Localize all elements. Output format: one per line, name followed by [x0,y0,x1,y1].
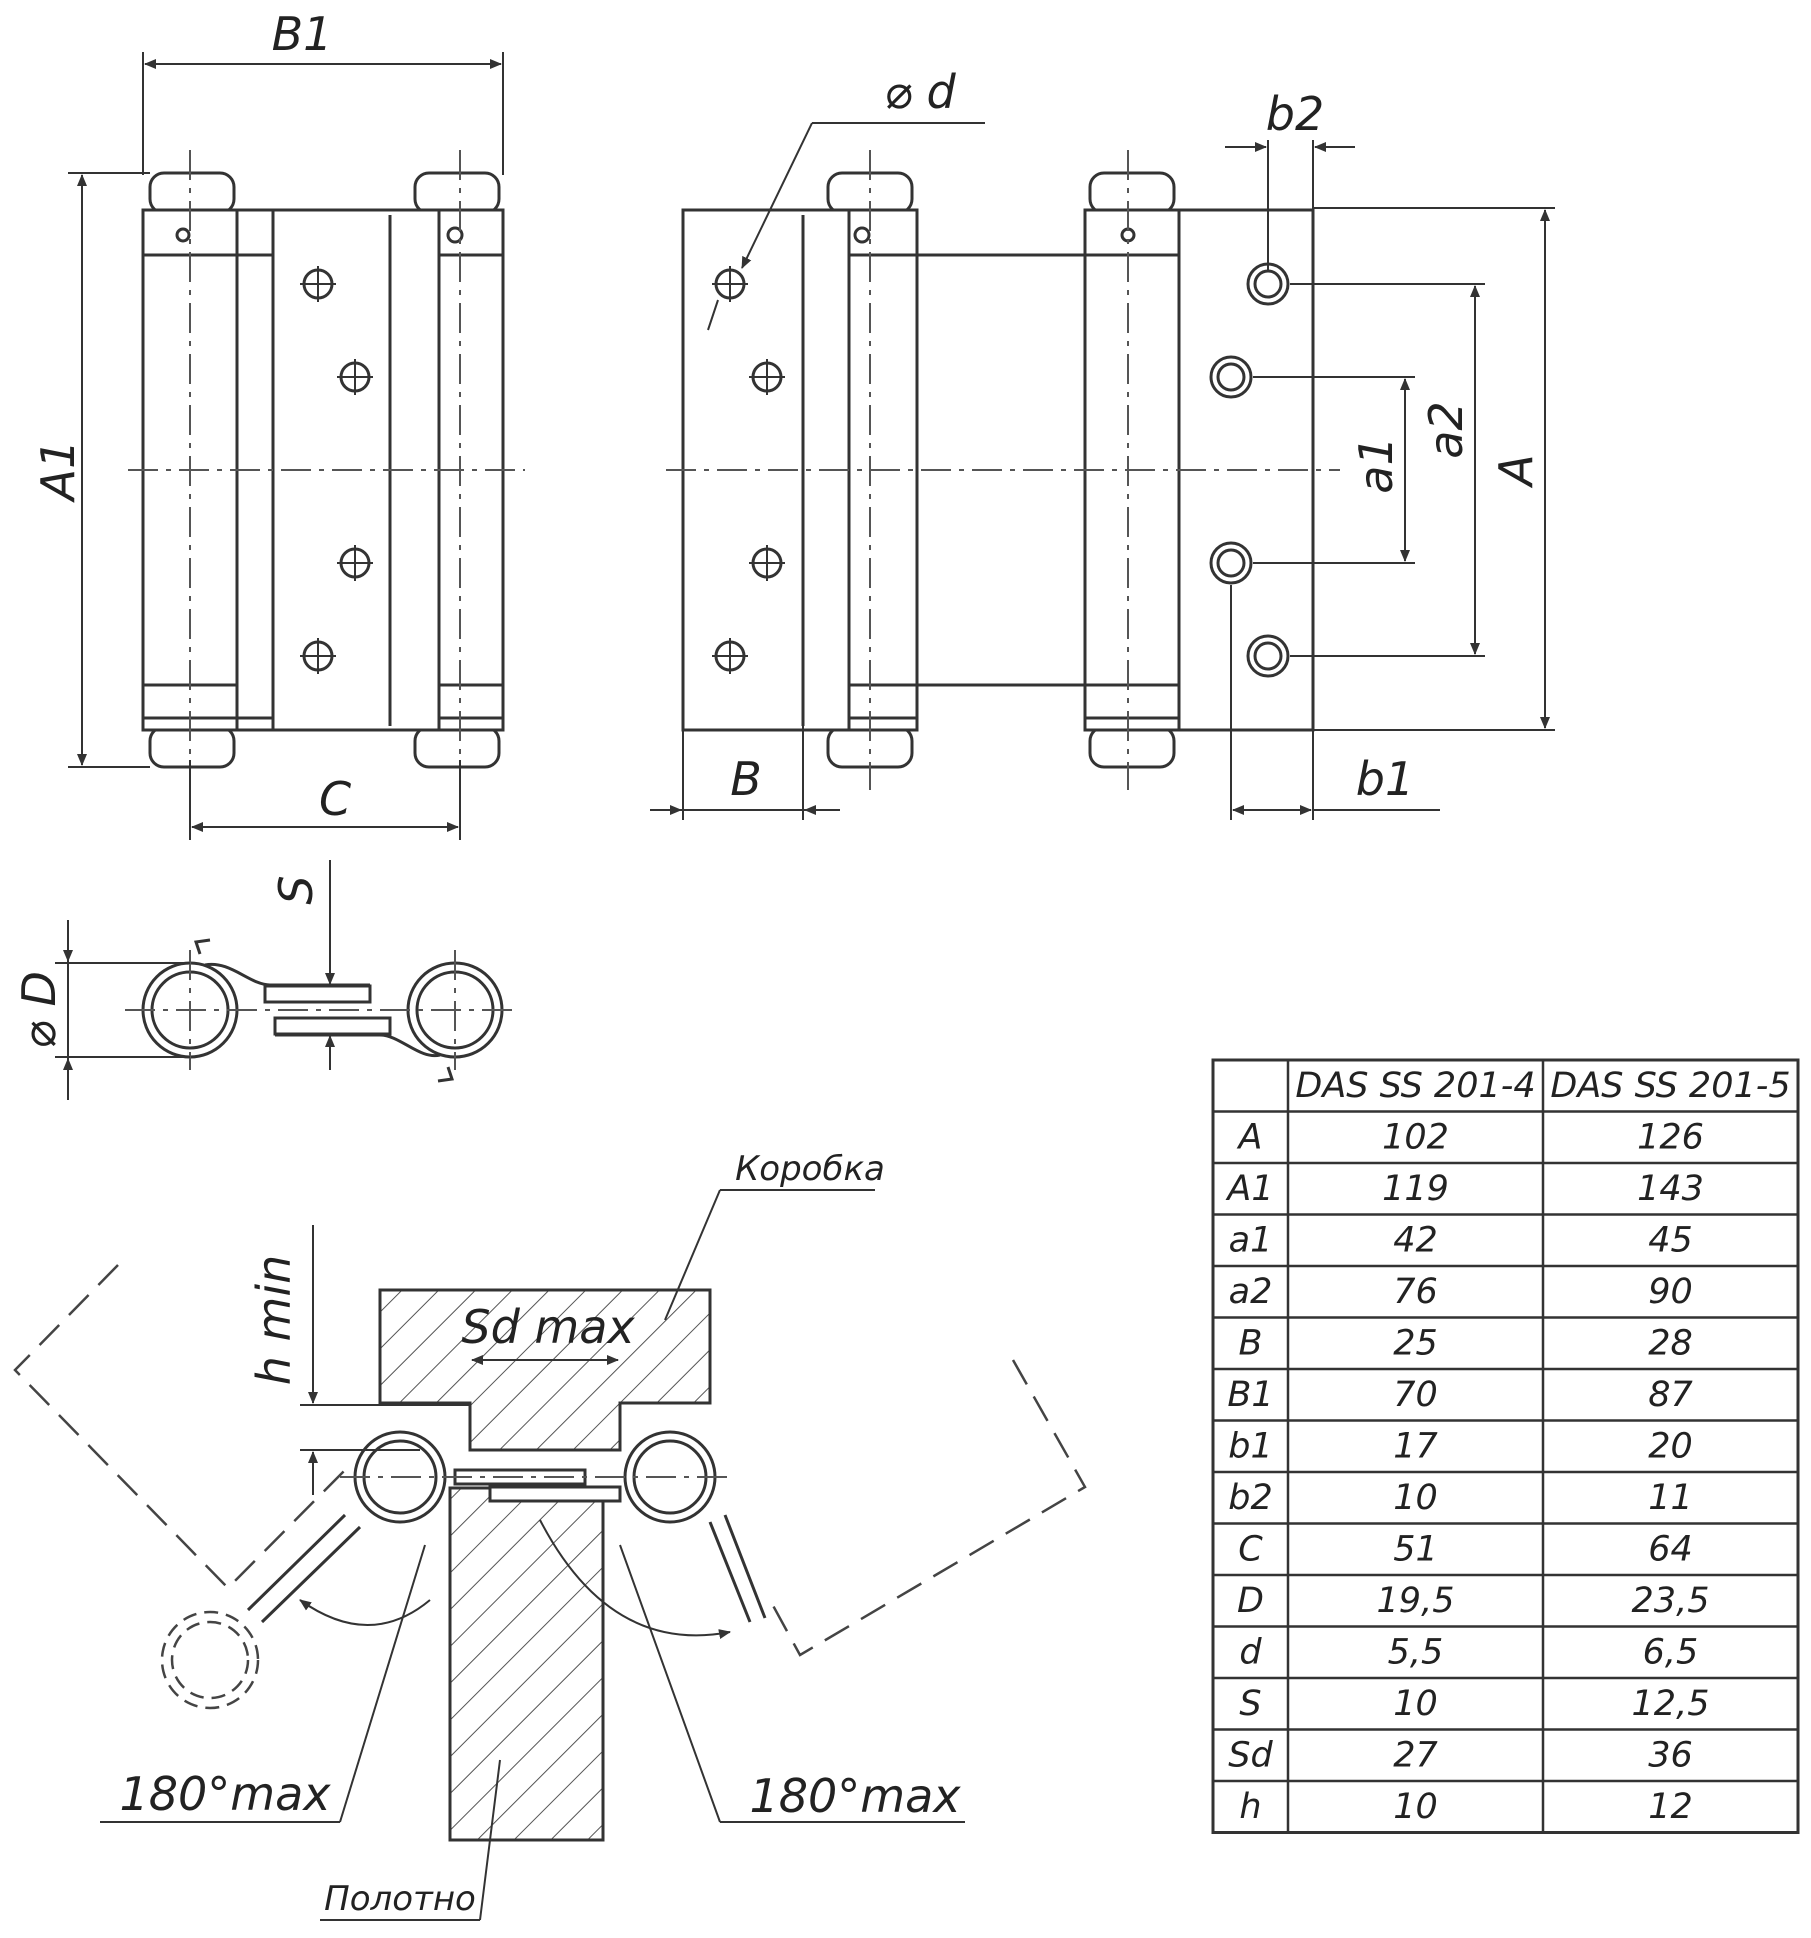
hole [712,266,748,302]
countersunk-hole [1209,541,1253,585]
table-param-cell: h [1239,1787,1261,1827]
table-value-cell: 17 [1393,1427,1438,1467]
table-param-cell: a1 [1229,1221,1273,1261]
table-param-cell: b2 [1228,1478,1273,1518]
front-view [68,52,525,840]
table-value-cell: 102 [1382,1118,1449,1158]
table-header-cell: DAS SS 201-4 [1295,1066,1535,1106]
table-param-cell: A1 [1225,1169,1273,1209]
table-value-cell: 10 [1393,1478,1438,1518]
back-view [650,122,1555,820]
label-angle-left: 180°max [119,1767,331,1821]
table-value-cell: 12 [1648,1787,1693,1827]
table-param-cell: Sd [1228,1736,1273,1776]
table-value-cell: 70 [1393,1375,1438,1415]
hole [300,638,336,674]
dim-label-C: C [319,772,351,826]
table-value-cell: 119 [1382,1169,1449,1209]
dim-label-b1: b1 [1356,752,1414,806]
table-value-cell: 23,5 [1632,1581,1710,1621]
table-param-cell: B [1238,1324,1262,1364]
table-value-cell: 11 [1648,1478,1693,1518]
dim-label-A1: A1 [31,440,85,504]
hole [337,545,373,581]
hole [712,638,748,674]
table-param-cell: B1 [1227,1375,1273,1415]
hole [749,359,785,395]
dim-label-d: ⌀ d [884,65,956,119]
hole [749,545,785,581]
dim-label-a2: a2 [1419,401,1473,458]
table-param-cell: D [1237,1581,1264,1621]
countersunk-hole [1246,634,1290,678]
table-value-cell: 10 [1393,1787,1438,1827]
table-value-cell: 51 [1393,1530,1438,1570]
table-param-cell: b1 [1228,1427,1273,1467]
section-view [55,860,520,1100]
label-polotno: Полотно [324,1879,476,1919]
table-value-cell: 20 [1648,1427,1693,1467]
table-value-cell: 45 [1648,1221,1693,1261]
table-value-cell: 6,5 [1643,1633,1699,1673]
dim-label-S: S [269,875,323,904]
table-value-cell: 12,5 [1632,1684,1710,1724]
table-param-cell: A [1237,1118,1263,1158]
table-value-cell: 10 [1393,1684,1438,1724]
table-header-cell: DAS SS 201-5 [1550,1066,1790,1106]
dim-label-b2: b2 [1266,87,1324,141]
dim-label-h-min: h min [247,1255,301,1386]
table-value-cell: 19,5 [1377,1581,1455,1621]
hole [337,359,373,395]
table-param-cell: d [1239,1633,1262,1673]
table-value-cell: 25 [1393,1324,1438,1364]
dim-label-B: B [730,752,762,806]
dim-label-A: A [1489,454,1543,488]
countersunk-hole [1209,355,1253,399]
table-value-cell: 126 [1637,1118,1704,1158]
dim-label-D: ⌀ D [12,971,66,1049]
table-param-cell: S [1239,1684,1261,1724]
table-param-cell: C [1238,1530,1263,1570]
table-param-cell: a2 [1229,1272,1273,1312]
table-border [1211,1058,1800,1834]
table-value-cell: 90 [1648,1272,1693,1312]
hole [300,266,336,302]
table-value-cell: 64 [1648,1530,1693,1570]
dim-label-a1: a1 [1349,436,1403,493]
table-value-cell: 87 [1648,1375,1693,1415]
label-korobka: Коробка [735,1149,885,1189]
table-value-cell: 27 [1393,1736,1438,1776]
installation-view [13,1189,1087,1921]
dim-label-sd-max: Sd max [461,1300,635,1354]
label-angle-right: 180°max [749,1769,961,1823]
table-value-cell: 143 [1637,1169,1704,1209]
table-value-cell: 42 [1393,1221,1438,1261]
table-value-cell: 36 [1648,1736,1693,1776]
table-value-cell: 5,5 [1388,1633,1444,1673]
countersunk-hole [1246,262,1290,306]
table-value-cell: 76 [1393,1272,1438,1312]
dim-label-B1: B1 [272,7,333,61]
table-value-cell: 28 [1648,1324,1693,1364]
